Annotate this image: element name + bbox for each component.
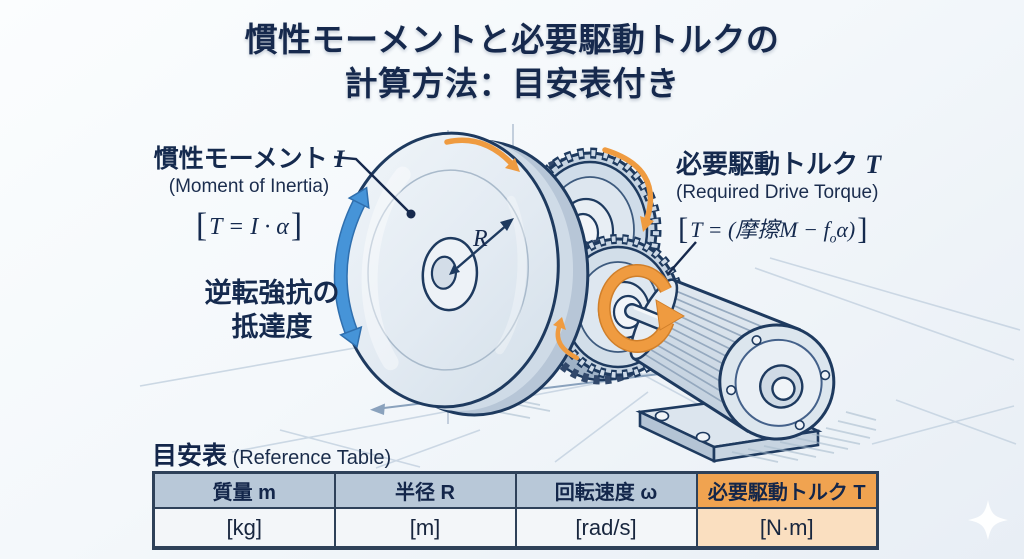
- motor-ribs: [641, 289, 791, 420]
- torque-ring-arrow: [597, 263, 685, 353]
- rotation-arrow-top: [444, 137, 520, 172]
- radius-label: R: [472, 226, 488, 252]
- inertia-callout-line: [333, 155, 416, 219]
- col-header-torque: 必要駆動トルク T: [695, 471, 879, 509]
- rotation-arrow-right: [602, 147, 654, 232]
- reference-table: 質量 m 半径 R 回転速度 ω 必要駆動トルク T [kg] [m] [rad…: [152, 471, 879, 550]
- col-header-mass: 質量 m: [152, 471, 336, 509]
- unit-cell-speed: [rad/s]: [514, 507, 698, 549]
- torque-label-jp: 必要駆動トルク T: [676, 149, 882, 179]
- col-header-speed: 回転速度 ω: [514, 471, 698, 509]
- inertia-formula: [T = I · α]: [195, 207, 303, 244]
- title-line-1: 慣性モーメントと必要駆動トルクの: [244, 21, 780, 58]
- rotation-arrow-blue: [333, 186, 370, 349]
- col-header-radius: 半径 R: [333, 471, 517, 509]
- inertia-label: 慣性モーメント I (Moment of Inertia) [T = I · α…: [130, 139, 368, 244]
- sparkle-icon: [968, 500, 1008, 540]
- rotation-label: 逆転強抗の 抵達度: [186, 276, 358, 344]
- flywheel-disc: [336, 131, 590, 417]
- motor-shadow-hatch: [731, 411, 877, 463]
- reference-table-unit-row: [kg] [m] [rad/s] [N·m]: [152, 507, 879, 549]
- table-caption-en: (Reference Table): [227, 447, 392, 469]
- torque-formula: [T = (摩擦M − foα)]: [678, 212, 868, 246]
- unit-cell-torque: [N·m]: [695, 507, 879, 549]
- title-line-2: 計算方法：目安表付き: [344, 65, 680, 102]
- rotation-label-line-1: 逆転強抗の: [204, 278, 340, 308]
- torque-label: 必要駆動トルク T (Required Drive Torque) [T = (…: [676, 144, 936, 246]
- unit-cell-mass: [kg]: [152, 507, 336, 549]
- inertia-label-en: (Moment of Inertia): [168, 176, 330, 197]
- rotation-arrow-small: [553, 317, 580, 361]
- torque-callout-line: [667, 241, 697, 275]
- table-caption-jp: 目安表: [152, 442, 228, 470]
- rotation-label-line-2: 抵達度: [231, 312, 313, 342]
- inertia-symbol: I: [334, 146, 345, 173]
- reference-table-header-row: 質量 m 半径 R 回転速度 ω 必要駆動トルク T: [152, 471, 879, 509]
- radius-arrow: R: [449, 218, 514, 275]
- inertia-label-jp: 慣性モーメント I: [153, 145, 345, 173]
- page-title: 慣性モーメントと必要駆動トルクの 計算方法：目安表付き: [0, 18, 1024, 106]
- torque-label-en: (Required Drive Torque): [676, 182, 879, 203]
- table-caption: 目安表 (Reference Table): [152, 436, 391, 472]
- unit-cell-radius: [m]: [333, 507, 517, 549]
- torque-symbol: T: [865, 150, 882, 179]
